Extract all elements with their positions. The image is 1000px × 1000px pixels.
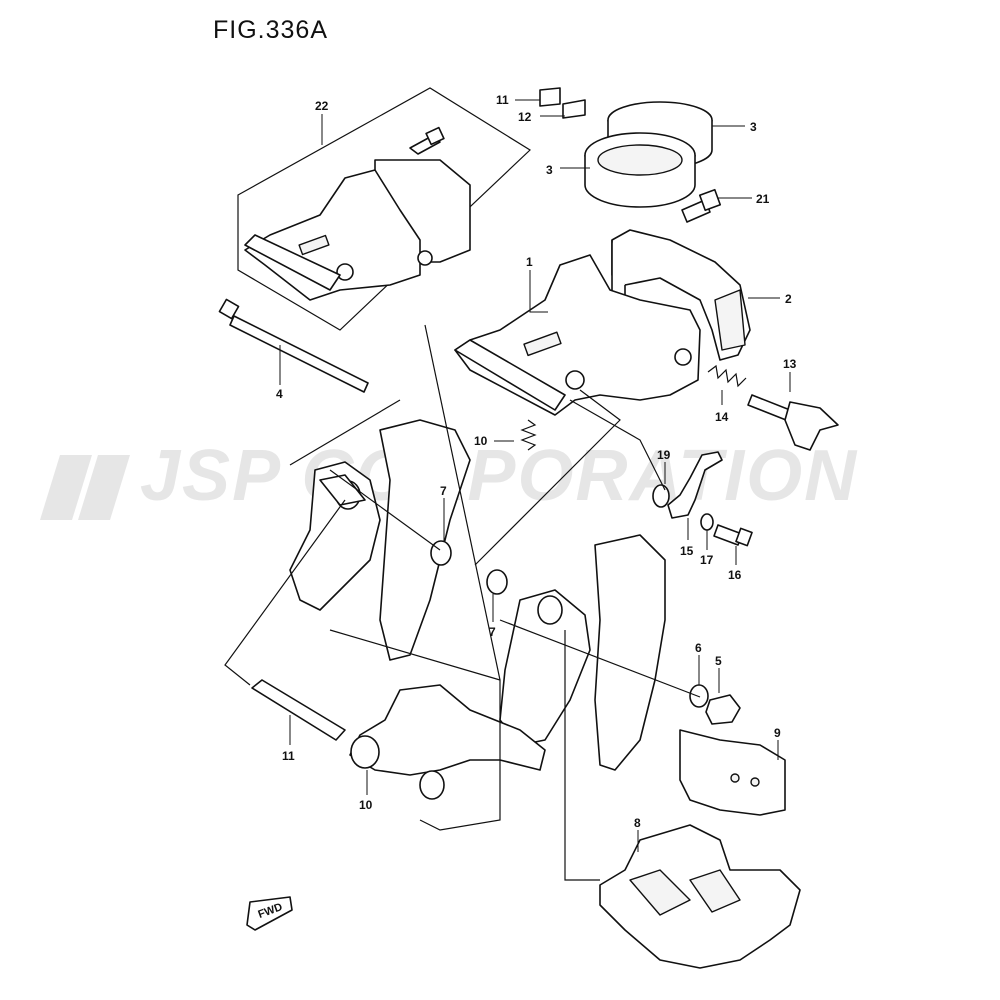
callout-14: 12 (518, 110, 532, 124)
callout-6: 6 (695, 641, 702, 655)
part-2-clamp (611, 229, 751, 361)
callout-15: 13 (783, 357, 797, 371)
fwd-indicator: FWD (246, 896, 293, 931)
part-22-bracket-assembly (244, 126, 471, 301)
callout-18: 16 (728, 568, 742, 582)
callout-3-lower: 3 (546, 163, 553, 177)
part-15-thumb-screw (747, 394, 839, 451)
callout-11: 11 (282, 749, 295, 763)
part-7-washer-upper (430, 540, 452, 566)
callout-13: 11 (496, 93, 509, 107)
part-8-lower-bracket (599, 824, 801, 969)
watermark: JSP CORPORATION (40, 436, 858, 520)
part-20-ring (652, 484, 670, 508)
part-21-bolt (681, 188, 722, 223)
part-16-spring (707, 364, 747, 388)
callout-16: 14 (715, 410, 729, 424)
part-18-bolt (713, 524, 753, 547)
watermark-text: JSP CORPORATION (140, 436, 858, 516)
part-17-lever (667, 451, 723, 519)
part-5-nut (705, 694, 741, 725)
part-14-pad (562, 99, 586, 119)
guide-lines (224, 324, 701, 881)
left-clamp-bracket (289, 419, 471, 661)
part-12-spring (520, 419, 537, 451)
callout-labels: 22 11 12 3 3 21 1 2 4 13 14 10 19 7 7 15… (276, 93, 797, 830)
callout-8: 8 (634, 816, 641, 830)
callout-7-lower: 7 (489, 625, 496, 639)
part-10-hinge-bracket (349, 684, 546, 800)
callout-5: 5 (715, 654, 722, 668)
part-19-washer (700, 513, 714, 531)
callout-20: 19 (657, 448, 671, 462)
leader-lines (279, 99, 791, 852)
callout-17: 15 (680, 544, 694, 558)
callout-12: 10 (474, 434, 488, 448)
watermark-logo-icon (40, 455, 92, 520)
callout-7-upper: 7 (440, 484, 447, 498)
part-1-swivel-bracket (454, 254, 701, 416)
callout-22: 22 (315, 99, 329, 113)
callout-3-upper: 3 (750, 120, 757, 134)
part-4-long-bolt (218, 298, 369, 393)
callout-2: 2 (785, 292, 792, 306)
callout-1: 1 (526, 255, 533, 269)
fwd-arrow-icon (246, 896, 293, 931)
part-3-bushing-lower (584, 132, 696, 208)
part-11-pin (251, 679, 346, 741)
part-13-pad (539, 87, 561, 107)
callout-4: 4 (276, 387, 283, 401)
part-7-washer-lower (486, 569, 508, 595)
figure-title: FIG.336A (213, 16, 328, 44)
callout-19: 17 (700, 553, 714, 567)
callout-10: 10 (359, 798, 373, 812)
part-9-shield (679, 729, 786, 816)
callout-9: 9 (774, 726, 781, 740)
callout-21: 21 (756, 192, 770, 206)
